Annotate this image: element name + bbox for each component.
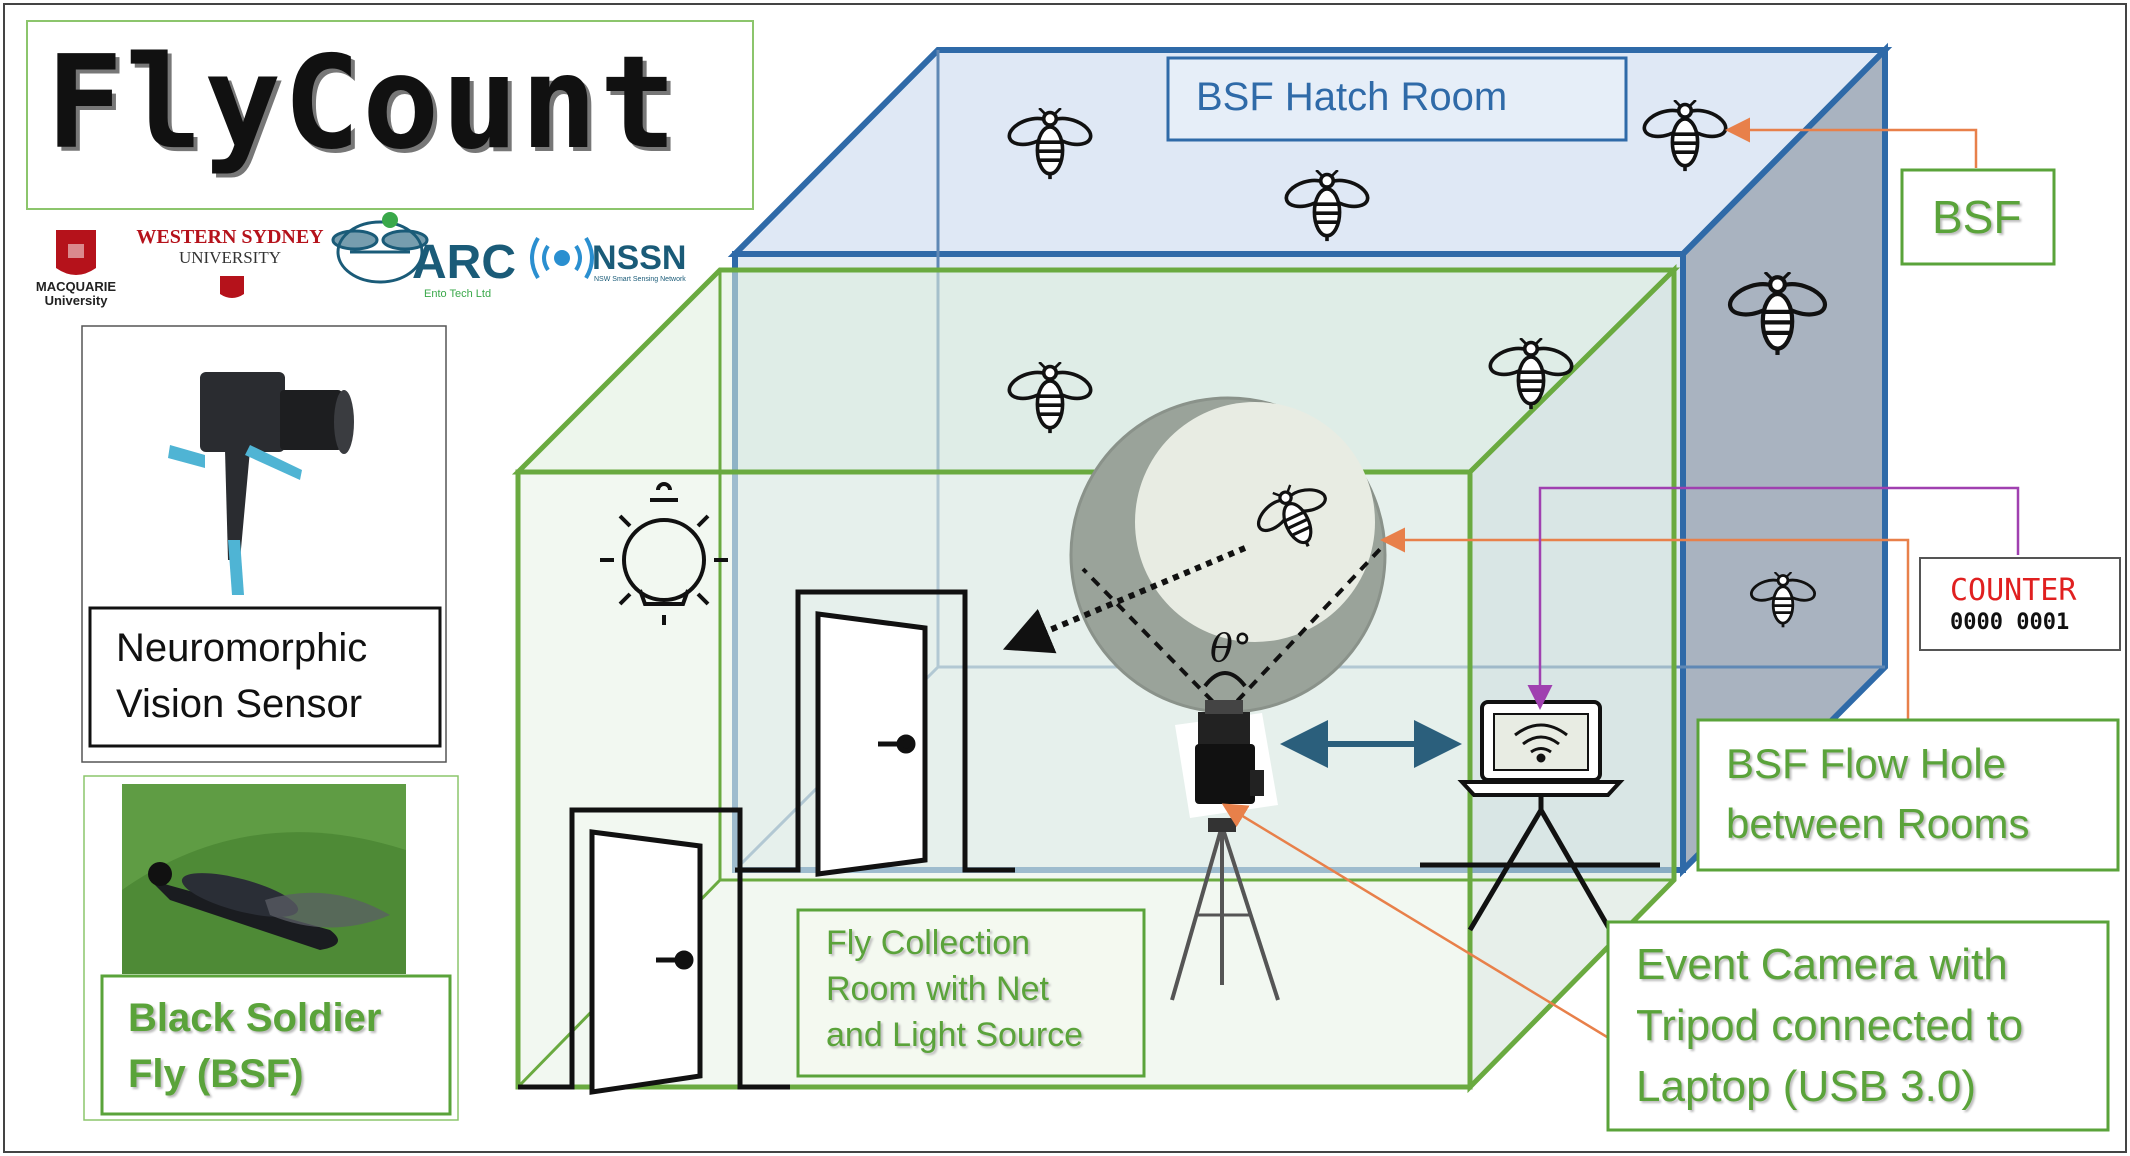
- camera-label: Event Camera with Tripod connected to La…: [1636, 940, 2024, 1111]
- hatch-room-label-box: [1166, 56, 1628, 142]
- fov-line-left: [1081, 567, 1227, 716]
- collection-room-label-box: [796, 908, 1146, 1078]
- angle-arc: [1203, 671, 1247, 688]
- arc-logo: [331, 212, 429, 284]
- bsf-full-label: Black Soldier Fly (BSF): [128, 996, 382, 1096]
- wifi-icon: [1514, 723, 1568, 763]
- page-title: FlyCount: [46, 29, 679, 178]
- tripod-icon: [1170, 818, 1280, 1001]
- nssn-logo: [530, 236, 594, 280]
- light-bulb-icon: [600, 482, 728, 625]
- fov-line-right: [1223, 544, 1385, 716]
- arc-logo-text: ARC: [412, 236, 516, 289]
- counter-arrow: [1527, 486, 2020, 710]
- angle-label: θ°: [1210, 626, 1252, 670]
- sensor-label-box: [88, 606, 442, 748]
- flow-hole-label: BSF Flow Hole between Rooms: [1726, 740, 2030, 847]
- camera-icon: [1175, 700, 1278, 818]
- title-box: [26, 20, 754, 210]
- counter-value: 0000 0001: [1950, 610, 2070, 635]
- counter-title: COUNTER: [1950, 573, 2077, 608]
- wsu-logo-line2: UNIVERSITY: [179, 248, 281, 267]
- collection-room-label: Fly Collection Room with Net and Light S…: [826, 924, 1084, 1054]
- nssn-logo-subtext: NSW Smart Sensing Network: [594, 276, 686, 283]
- fly-path-arrow: [1002, 545, 1247, 654]
- nssn-logo-text: NSSN: [592, 239, 687, 277]
- outer-frame: [3, 3, 2127, 1153]
- macquarie-logo: [56, 230, 96, 275]
- counter-box: [1919, 557, 2121, 651]
- flow-hole: [1069, 396, 1387, 714]
- flow-hole-label-box: [1696, 718, 2120, 872]
- camera-label-box: [1606, 920, 2110, 1132]
- camera-arrow: [1221, 803, 1613, 1042]
- door-icon: [735, 589, 1015, 877]
- wsu-logo-line1: WESTERN SYDNEY: [136, 226, 324, 248]
- macquarie-logo-text: MACQUARIE University: [35, 279, 117, 308]
- arc-logo-subtext: Ento Tech Ltd: [424, 288, 492, 300]
- hatch-room-label: BSF Hatch Room: [1196, 75, 1508, 119]
- door-icon: [518, 807, 790, 1095]
- bsf-label-box-right: [1900, 168, 2056, 266]
- flow-hole-arrow: [1380, 527, 1910, 720]
- bsf-label: BSF: [1932, 191, 2022, 243]
- sensor-label: Neuromorphic Vision Sensor: [116, 626, 368, 726]
- bsf-arrow: [1725, 117, 1978, 168]
- wsu-logo: [220, 276, 244, 298]
- laptop-icon: [1420, 700, 1660, 932]
- bsf-label-box: [100, 974, 452, 1116]
